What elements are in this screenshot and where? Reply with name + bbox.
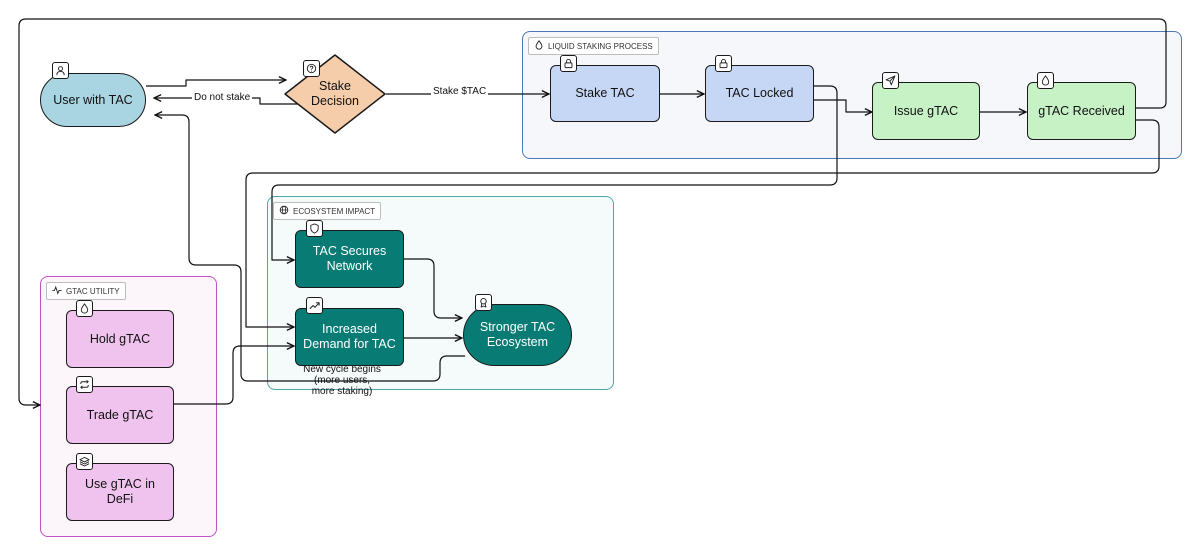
node-issue-gtac-label: Issue gTAC (893, 103, 959, 118)
ecosystem-impact-title: ECOSYSTEM IMPACT (293, 206, 376, 216)
node-user-with-tac[interactable]: User with TAC (40, 73, 146, 127)
award-icon (475, 294, 492, 311)
node-stake-tac[interactable]: Stake TAC (550, 65, 660, 122)
node-stronger-ecosystem-label: Stronger TAC Ecosystem (479, 320, 556, 349)
node-issue-gtac[interactable]: Issue gTAC (872, 82, 980, 140)
node-gtac-received[interactable]: gTAC Received (1027, 82, 1136, 140)
node-tac-secures-label: TAC Secures Network (312, 244, 387, 273)
edge-received-to-demand (245, 119, 1160, 327)
liquid-staking-group-label: LIQUID STAKING PROCESS (528, 37, 659, 55)
drop-icon (1037, 72, 1054, 89)
repeat-icon (76, 376, 93, 393)
node-user-label: User with TAC (53, 92, 133, 107)
edge-locked-to-issue (814, 99, 872, 112)
trend-up-icon (306, 297, 323, 314)
gtac-utility-group-label: GTAC UTILITY (46, 282, 126, 300)
edge-stronger-new-cycle (155, 115, 465, 382)
drop-icon (76, 300, 93, 317)
send-icon (882, 72, 899, 89)
node-stake-tac-label: Stake TAC (575, 86, 635, 100)
node-stronger-ecosystem[interactable]: Stronger TAC Ecosystem (463, 304, 572, 366)
edge-user-to-decision (146, 80, 286, 87)
node-tac-secures-network[interactable]: TAC Secures Network (295, 230, 404, 288)
gtac-utility-title: GTAC UTILITY (66, 286, 120, 296)
activity-icon (52, 285, 62, 297)
node-increased-demand-label: Increased Demand for TAC (303, 322, 396, 351)
node-trade-gtac-label: Trade gTAC (86, 407, 154, 422)
node-use-defi-label: Use gTAC in DeFi (85, 477, 155, 506)
node-increased-demand[interactable]: Increased Demand for TAC (295, 308, 404, 366)
node-gtac-received-label: gTAC Received (1038, 103, 1125, 118)
globe-icon (279, 205, 289, 217)
question-icon (303, 60, 320, 77)
drop-icon (534, 40, 544, 52)
edge-locked-to-secures (271, 85, 838, 260)
layers-icon (76, 453, 93, 470)
ecosystem-impact-group-label: ECOSYSTEM IMPACT (273, 202, 382, 220)
node-stake-decision-label: Stake Decision (311, 79, 359, 108)
liquid-staking-title: LIQUID STAKING PROCESS (548, 41, 653, 51)
node-tac-locked-label: TAC Locked (725, 86, 794, 100)
node-hold-gtac[interactable]: Hold gTAC (66, 310, 174, 368)
node-stake-decision[interactable]: Stake Decision (297, 76, 373, 112)
edge-label-new-cycle: New cycle begins (more users, more staki… (303, 364, 381, 397)
lock-icon (560, 55, 577, 72)
edge-received-loop-to-user (18, 18, 1167, 405)
lock-icon (715, 55, 732, 72)
edge-secures-to-stronger (404, 258, 462, 318)
edge-label-do-not-stake: Do not stake (192, 92, 253, 103)
edge-label-stake-tac: Stake $TAC (431, 86, 489, 97)
shield-icon (306, 220, 323, 237)
node-use-gtac-defi[interactable]: Use gTAC in DeFi (66, 463, 174, 521)
node-hold-gtac-label: Hold gTAC (89, 331, 151, 346)
node-tac-locked[interactable]: TAC Locked (705, 65, 814, 122)
node-trade-gtac[interactable]: Trade gTAC (66, 386, 174, 444)
user-icon (52, 62, 69, 79)
edge-trade-to-demand (174, 346, 294, 405)
